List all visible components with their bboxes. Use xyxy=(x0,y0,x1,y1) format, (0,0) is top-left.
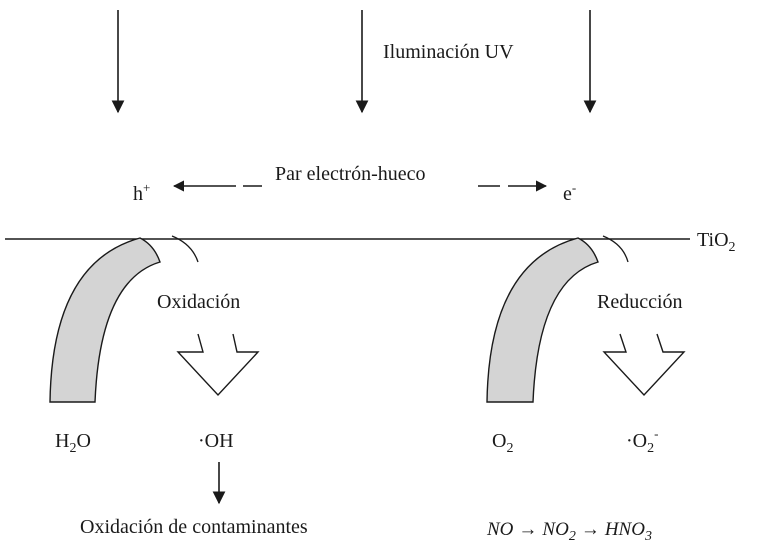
oxygen-label: O2 xyxy=(492,430,513,456)
superoxide-label: ·O2- xyxy=(626,426,658,456)
reduction-hollow-arrow xyxy=(602,333,686,397)
tio2-label: TiO2 xyxy=(697,229,736,255)
pair-label: Par electrón-hueco xyxy=(275,163,425,185)
hydroxyl-label: ·OH xyxy=(198,430,234,452)
right-curved-band xyxy=(486,237,599,403)
water-label: H2O xyxy=(55,430,91,456)
oxidation-label: Oxidación xyxy=(157,291,240,313)
no-reaction-label: NO→NO2→HNO3 xyxy=(486,519,652,544)
hole-label: h+ xyxy=(133,180,150,205)
oxidation-hollow-arrow xyxy=(176,333,260,397)
right-small-arc xyxy=(602,235,629,263)
pollutants-label: Oxidación de contaminantes xyxy=(80,516,308,538)
left-small-arc xyxy=(171,235,199,263)
uv-label: Iluminación UV xyxy=(383,41,514,63)
electron-label: e- xyxy=(563,180,576,205)
left-curved-band xyxy=(49,237,161,403)
reduction-label: Reducción xyxy=(597,291,683,313)
